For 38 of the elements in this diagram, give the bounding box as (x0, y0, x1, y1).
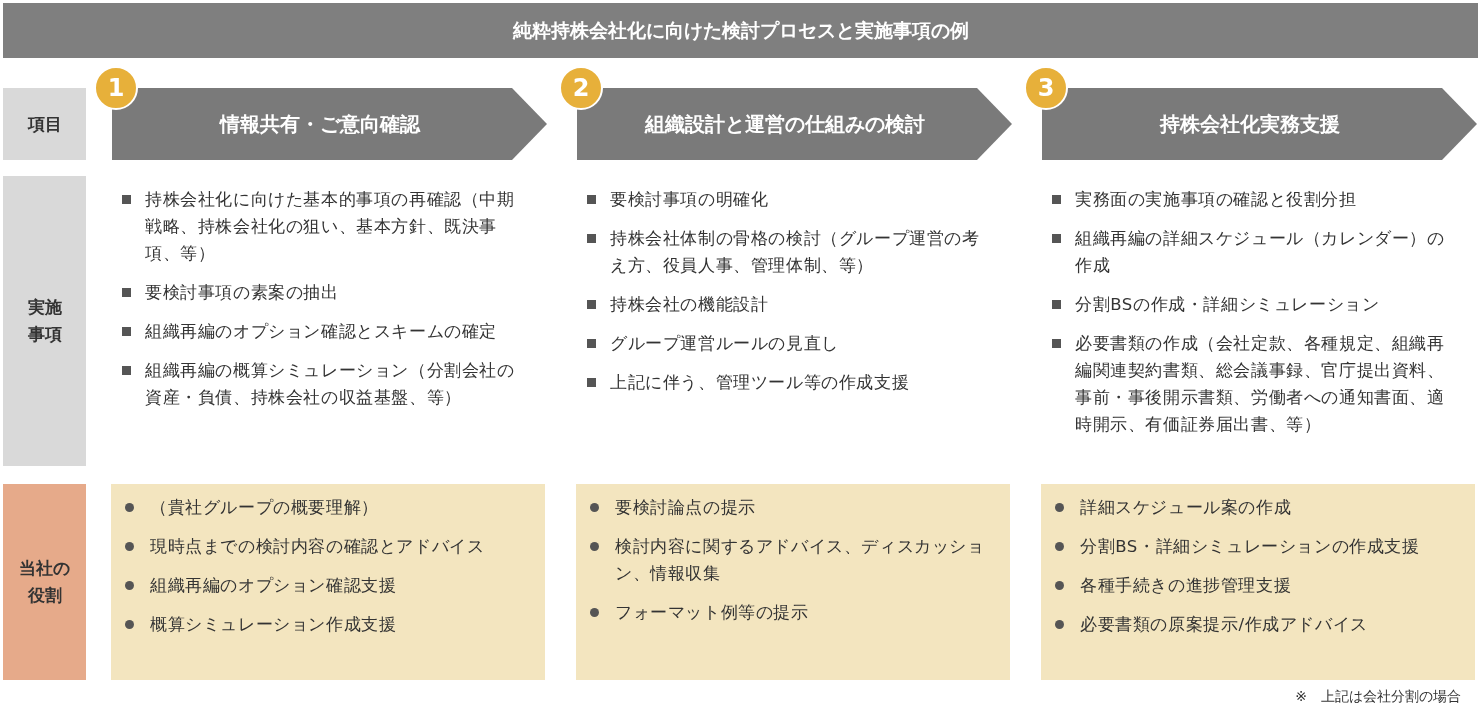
action-item: 組織再編の詳細スケジュール（カレンダー）の作成 (1075, 228, 1446, 277)
role-panel (576, 484, 1010, 680)
action-item: 持株会社化に向けた基本的事項の再確認（中期戦略、持株会社化の狙い、基本方針、既決事項、等） (145, 189, 516, 265)
row-header: 項目 (3, 88, 86, 160)
role-item: 現時点までの検討内容の確認とアドバイス (150, 536, 485, 558)
role-item: 組織再編のオプション確認支援 (150, 575, 397, 597)
role-item: 要検討論点の提示 (615, 497, 756, 519)
action-item: 上記に伴う、管理ツール等の作成支援 (610, 372, 910, 394)
step-number-badge: 1 (94, 66, 138, 110)
action-item: 組織再編の概算シミュレーション（分割会社の資産・負債、持株会社の収益基盤、等） (145, 360, 516, 409)
row-header: 実施事項 (3, 176, 86, 466)
title-banner: 純粋持株会社化に向けた検討プロセスと実施事項の例 (3, 3, 1478, 58)
step-title: 持株会社化実務支援 (1159, 110, 1340, 138)
action-item: 持株会社体制の骨格の検討（グループ運営の考え方、役員人事、管理体制、等） (610, 228, 981, 277)
role-item: 分割BS・詳細シミュレーションの作成支援 (1080, 536, 1420, 558)
role-item: フォーマット例等の提示 (615, 602, 809, 624)
role-item: 概算シミュレーション作成支援 (150, 614, 397, 636)
action-item: 分割BSの作成・詳細シミュレーション (1075, 294, 1380, 316)
role-item: 必要書類の原案提示/作成アドバイス (1080, 614, 1368, 636)
role-item: （貴社グループの概要理解） (150, 497, 379, 519)
action-item: 要検討事項の素案の抽出 (145, 282, 339, 304)
action-item: 実務面の実施事項の確認と役割分担 (1075, 189, 1357, 211)
action-item: 必要書類の作成（会社定款、各種規定、組織再編関連契約書類、総会議事録、官庁提出資料、事前・事後開示書類、労働者への通知書面、適時開示、有価証券届出書、等） (1075, 333, 1446, 436)
step-number-badge: 2 (559, 66, 603, 110)
role-panel (1041, 484, 1475, 680)
action-item: グループ運営ルールの見直し (610, 333, 839, 355)
role-item: 各種手続きの進捗管理支援 (1080, 575, 1292, 597)
footnote: ※ 上記は会社分割の場合 (1295, 688, 1461, 706)
step-number-badge: 3 (1024, 66, 1068, 110)
role-item: 検討内容に関するアドバイス、ディスカッション、情報収集 (615, 536, 986, 585)
role-panel (111, 484, 545, 680)
row-header: 当社の役割 (3, 484, 86, 680)
action-item: 持株会社の機能設計 (610, 294, 769, 316)
step-title: 情報共有・ご意向確認 (219, 110, 420, 138)
step-title: 組織設計と運営の仕組みの検討 (644, 110, 925, 138)
action-item: 組織再編のオプション確認とスキームの確定 (145, 321, 497, 343)
action-item: 要検討事項の明確化 (610, 189, 769, 211)
role-item: 詳細スケジュール案の作成 (1080, 497, 1292, 519)
